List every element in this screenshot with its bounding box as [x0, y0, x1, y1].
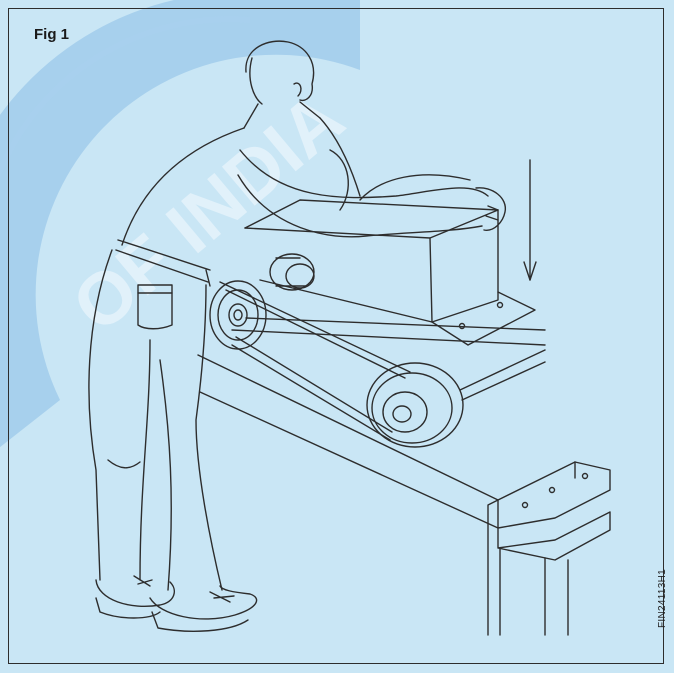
motor-pulley	[209, 280, 267, 350]
driver-pulley	[269, 253, 315, 291]
figure-frame	[8, 8, 664, 664]
worker-figure	[88, 40, 506, 632]
v-belt	[219, 281, 411, 441]
machine-frame	[197, 317, 611, 636]
motor	[244, 199, 536, 346]
down-arrow-icon	[523, 159, 537, 281]
driven-pulley	[366, 349, 546, 448]
figure-label: Fig 1	[34, 26, 70, 43]
